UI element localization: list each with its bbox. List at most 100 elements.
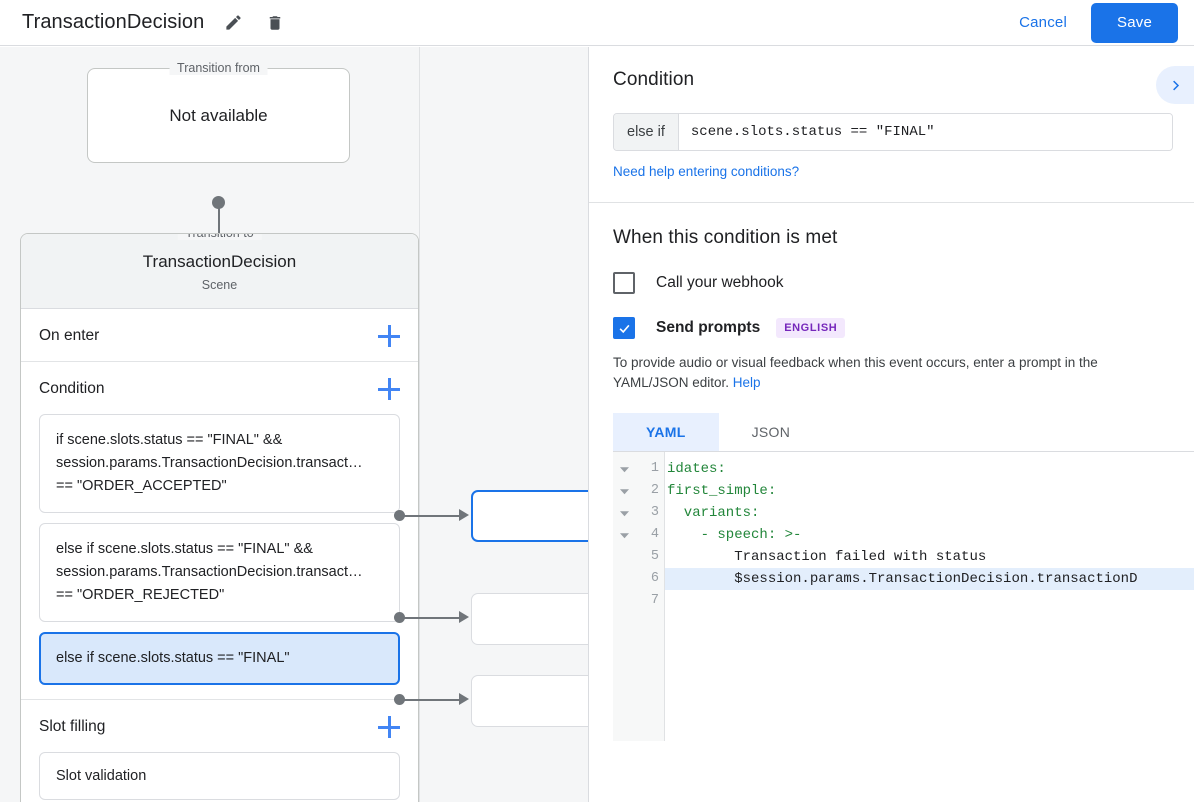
editor-fold-column — [613, 452, 635, 741]
send-prompts-checkbox[interactable] — [613, 317, 635, 339]
section-label-on-enter: On enter — [39, 327, 100, 344]
code-line: variants: — [667, 505, 760, 521]
edge-arrow — [459, 693, 469, 705]
edge-arrow — [459, 509, 469, 521]
transition-to-legend: Transition to — [177, 234, 262, 240]
target-node[interactable] — [471, 593, 588, 645]
connector-line — [218, 203, 220, 259]
line-number: 2 — [650, 483, 659, 498]
code-line: idates: — [667, 461, 726, 477]
line-number: 4 — [650, 527, 659, 542]
prompts-hint-text: To provide audio or visual feedback when… — [613, 353, 1170, 393]
condition-line: == "ORDER_REJECTED" — [56, 587, 225, 603]
canvas-inner: Transition from Not available Transition… — [0, 47, 588, 802]
condition-line: session.params.TransactionDecision.trans… — [56, 455, 363, 471]
condition-line: == "ORDER_ACCEPTED" — [56, 478, 227, 494]
edge-dot — [394, 510, 405, 521]
section-label-condition: Condition — [39, 380, 105, 397]
line-number: 3 — [650, 505, 659, 520]
save-button[interactable]: Save — [1091, 2, 1178, 43]
add-slot-filling-plus-icon[interactable] — [378, 716, 400, 738]
condition-card-selected[interactable]: else if scene.slots.status == "FINAL" — [39, 632, 400, 685]
condition-expression-input[interactable] — [678, 114, 1172, 150]
condition-line: else if scene.slots.status == "FINAL" && — [56, 541, 313, 557]
prompts-hint-body: To provide audio or visual feedback when… — [613, 355, 1098, 390]
edge-arrow — [459, 611, 469, 623]
code-line: - speech: >- — [667, 527, 802, 543]
line-number: 1 — [650, 461, 659, 476]
condition-line: session.params.TransactionDecision.trans… — [56, 564, 363, 580]
edge-dot — [394, 612, 405, 623]
line-number: 5 — [650, 549, 659, 564]
call-webhook-checkbox[interactable] — [613, 272, 635, 294]
transition-from-node[interactable]: Transition from Not available — [87, 61, 350, 163]
canvas-lane-divider — [419, 47, 420, 802]
target-node-selected[interactable] — [471, 490, 588, 542]
trash-icon[interactable] — [262, 10, 288, 36]
prompts-help-link[interactable]: Help — [732, 375, 761, 390]
condition-card[interactable]: else if scene.slots.status == "FINAL" &&… — [39, 523, 400, 622]
condition-line: if scene.slots.status == "FINAL" && — [56, 432, 283, 448]
code-line: Transaction failed with status — [667, 549, 987, 565]
add-on-enter-plus-icon[interactable] — [378, 325, 400, 347]
fold-toggle-icon[interactable] — [613, 458, 635, 480]
webhook-row[interactable]: Call your webhook — [613, 272, 1170, 294]
send-prompts-label: Send prompts — [656, 319, 761, 336]
edge-line — [400, 617, 462, 619]
connector-dot — [212, 196, 225, 209]
code-line-highlighted: $session.params.TransactionDecision.tran… — [665, 568, 1194, 590]
fold-toggle-icon[interactable] — [613, 502, 635, 524]
section-label-slot-filling: Slot filling — [39, 718, 106, 735]
line-number: 6 — [650, 571, 659, 586]
editor-code-area[interactable]: idates: first_simple: variants: - speech… — [665, 452, 1194, 741]
chevron-right-icon[interactable] — [1156, 66, 1194, 104]
scene-subtitle: Scene — [201, 278, 238, 292]
section-header-slot-filling: Slot filling — [21, 700, 418, 752]
condition-line: else if scene.slots.status == "FINAL" — [56, 650, 290, 666]
when-condition-met-title: When this condition is met — [613, 227, 838, 248]
tab-yaml[interactable]: YAML — [613, 413, 719, 451]
scene-header: Transition to TransactionDecision Scene — [21, 234, 418, 309]
section-header-condition: Condition — [21, 362, 418, 414]
section-header-on-enter: On enter — [21, 309, 418, 361]
condition-input-row[interactable]: else if — [613, 113, 1173, 151]
code-line — [665, 590, 1194, 612]
transition-from-legend: Transition from — [169, 61, 268, 75]
language-badge: ENGLISH — [776, 318, 846, 338]
scene-title: TransactionDecision — [142, 252, 297, 271]
add-condition-plus-icon[interactable] — [378, 378, 400, 400]
edge-line — [400, 699, 462, 701]
flow-canvas[interactable]: Transition from Not available Transition… — [0, 47, 588, 802]
pencil-icon[interactable] — [220, 10, 246, 36]
panel-top: Condition else if Need help entering con… — [589, 47, 1194, 203]
panel-title: Condition — [613, 69, 695, 90]
condition-detail-panel: Condition else if Need help entering con… — [588, 47, 1194, 802]
fold-toggle-icon[interactable] — [613, 524, 635, 546]
edge-line — [400, 515, 462, 517]
fold-toggle-icon[interactable] — [613, 480, 635, 502]
line-number: 7 — [650, 593, 659, 608]
condition-prefix-label: else if — [614, 114, 679, 150]
tab-json[interactable]: JSON — [751, 424, 791, 440]
section-slot-filling: Slot filling Slot validation — [21, 700, 418, 800]
code-line: first_simple: — [667, 483, 777, 499]
page-title: TransactionDecision — [22, 11, 205, 33]
cancel-button[interactable]: Cancel — [1007, 6, 1079, 39]
condition-list: if scene.slots.status == "FINAL" && sess… — [21, 414, 418, 699]
slot-validation-card[interactable]: Slot validation — [39, 752, 400, 800]
section-condition: Condition if scene.slots.status == "FINA… — [21, 362, 418, 700]
yaml-code-editor[interactable]: 1 2 3 4 5 6 7 idates: first_simple: vari… — [613, 451, 1194, 741]
call-webhook-label: Call your webhook — [656, 274, 784, 291]
send-prompts-row[interactable]: Send prompts ENGLISH — [613, 317, 1170, 339]
transition-to-node[interactable]: Transition to TransactionDecision Scene … — [20, 233, 419, 802]
panel-divider — [589, 202, 1194, 203]
transition-from-value: Not available — [169, 105, 268, 125]
top-app-bar: TransactionDecision Cancel Save — [0, 0, 1194, 46]
section-on-enter: On enter — [21, 309, 418, 362]
edge-dot — [394, 694, 405, 705]
editor-line-numbers: 1 2 3 4 5 6 7 — [635, 452, 665, 741]
condition-card[interactable]: if scene.slots.status == "FINAL" && sess… — [39, 414, 400, 513]
target-node[interactable] — [471, 675, 588, 727]
condition-help-link[interactable]: Need help entering conditions? — [613, 164, 800, 179]
